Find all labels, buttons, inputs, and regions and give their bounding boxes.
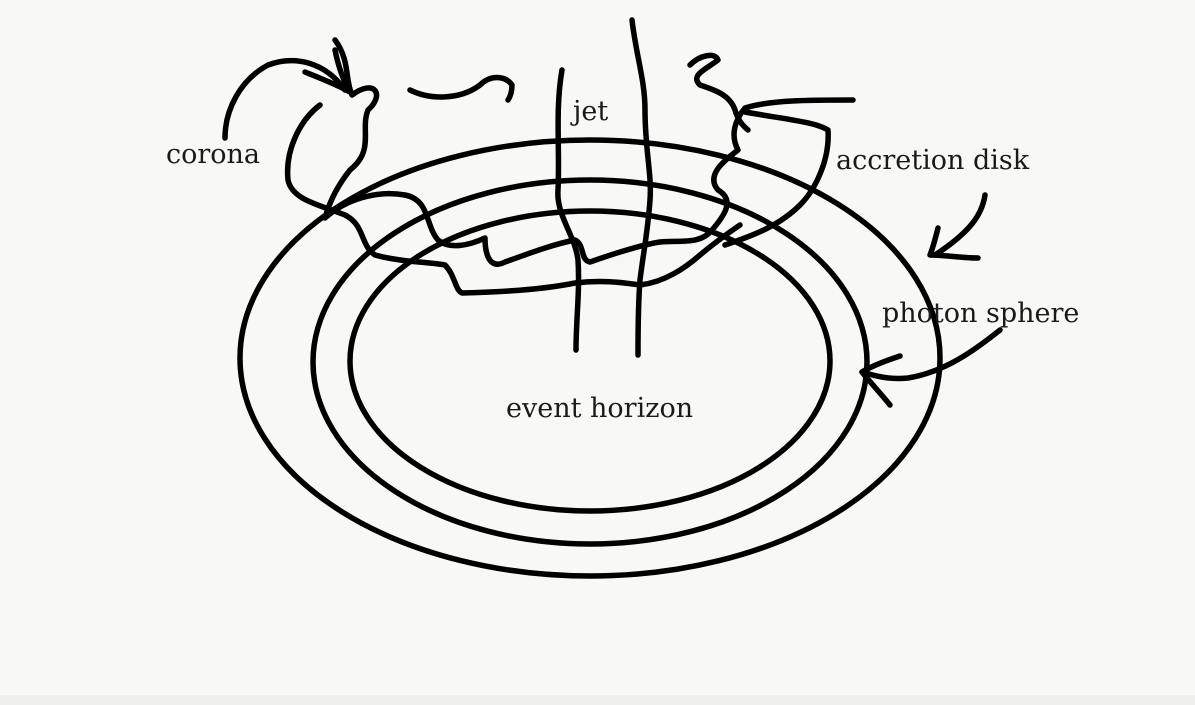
corona-left-loop: [284, 102, 743, 296]
corona-label: corona: [166, 139, 261, 170]
jet-line-right: [629, 17, 654, 358]
corona-top-flick: [407, 74, 515, 103]
corona-arrow-head: [302, 47, 353, 95]
accretion-arrow-head: [927, 225, 981, 261]
photon-arrow-shaft: [859, 327, 1003, 382]
bottom-strip: [0, 695, 1195, 705]
jet-line-left: [555, 67, 582, 353]
corona-arrow-shaft: [222, 57, 348, 141]
event-horizon-ring: [347, 208, 833, 514]
corona-right-loop: [722, 109, 831, 248]
corona-squiggle: [322, 37, 856, 267]
corona-top-right-flick: [687, 52, 751, 133]
photon-sphere-label: photon sphere: [882, 298, 1080, 329]
jet-label: jet: [573, 96, 609, 127]
accretion-disk-label: accretion disk: [836, 145, 1030, 176]
accretion-arrow-shaft: [932, 192, 988, 258]
outer-ring: [237, 137, 943, 579]
photon-arrow-head: [859, 353, 903, 408]
event-horizon-label: event horizon: [506, 393, 694, 424]
photon-sphere-ring: [310, 177, 870, 547]
